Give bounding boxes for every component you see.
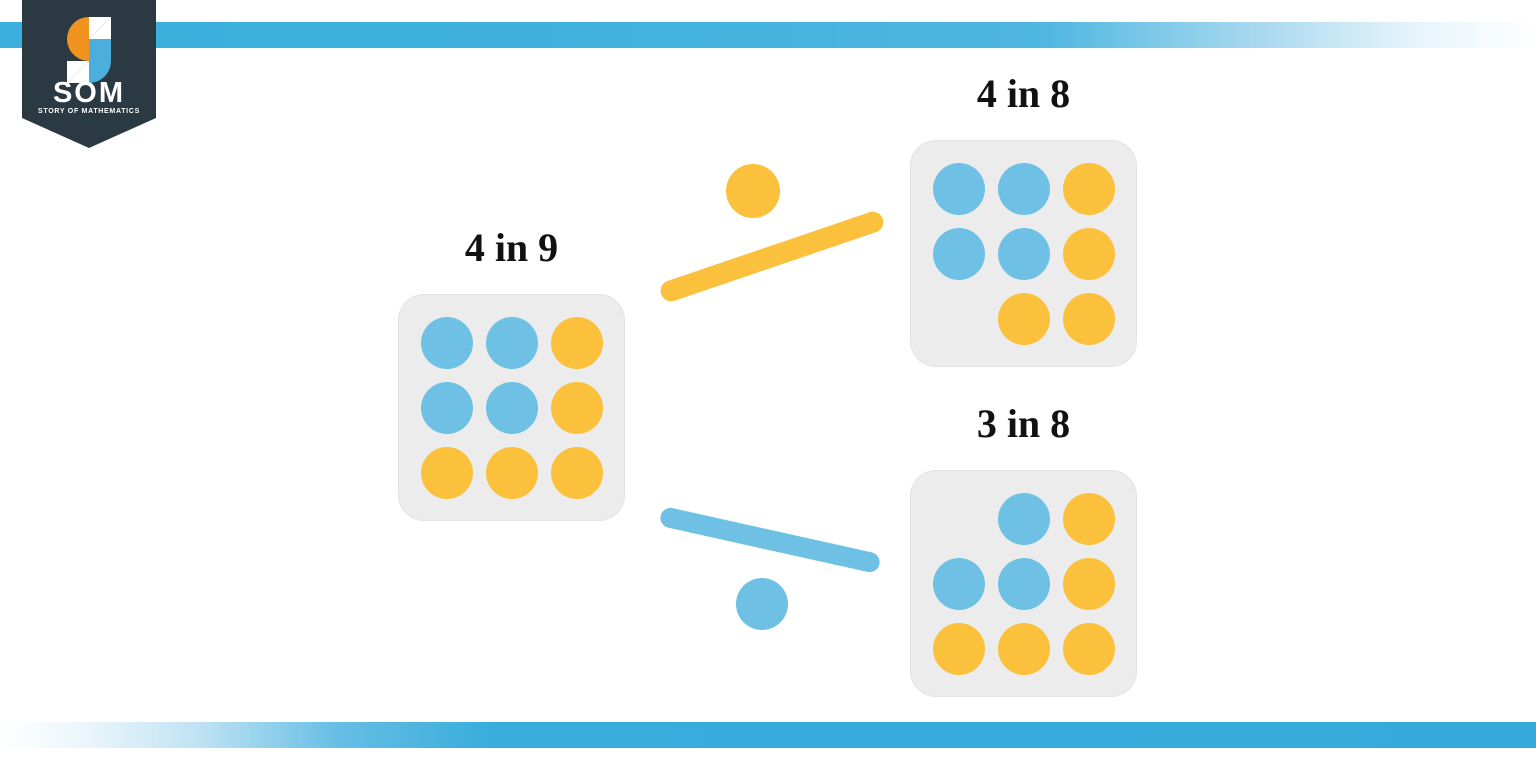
dot-blue: [997, 162, 1050, 215]
dot-blue: [997, 227, 1050, 280]
card-4-in-9-title: 4 in 9: [464, 225, 559, 270]
card-4-in-9: 4 in 9: [398, 225, 625, 521]
card-3-in-8: 3 in 8: [910, 404, 1137, 697]
dot-yellow: [932, 623, 985, 676]
dot-yellow: [1063, 293, 1116, 346]
dot-yellow: [551, 316, 604, 369]
bottom-gradient-bar: [0, 722, 1536, 748]
card-4-in-8-box: [910, 140, 1137, 367]
dot-blue: [485, 316, 538, 369]
dot-yellow: [485, 447, 538, 500]
card-4-in-8-grid: [926, 156, 1122, 352]
dot-yellow: [1063, 492, 1116, 545]
card-4-in-9-box: [398, 294, 625, 521]
top-gradient-bar: [0, 22, 1536, 48]
dot-yellow: [551, 447, 604, 500]
card-3-in-8-title: 3 in 8: [976, 401, 1071, 446]
dot-blue: [420, 316, 473, 369]
dot-yellow: [997, 623, 1050, 676]
dot-blue: [932, 227, 985, 280]
logo-tagline: STORY OF MATHEMATICS: [38, 108, 140, 115]
connector-blue-line: [658, 505, 882, 575]
logo-title: SOM: [52, 77, 126, 109]
dot-yellow: [1063, 227, 1116, 280]
dot-yellow: [420, 447, 473, 500]
connector-yellow-dot: [726, 164, 780, 218]
dot-yellow: [1063, 162, 1116, 215]
dot-blue: [997, 492, 1050, 545]
card-4-in-8: 4 in 8: [910, 74, 1137, 367]
dot-yellow: [1063, 623, 1116, 676]
dot-yellow: [997, 293, 1050, 346]
dot-yellow: [1063, 557, 1116, 610]
som-logo-shield: [22, 0, 156, 148]
som-logo: SOM STORY OF MATHEMATICS: [22, 0, 156, 148]
dot-yellow: [551, 381, 604, 434]
dot-blue: [485, 381, 538, 434]
dot-blue: [932, 162, 985, 215]
dot-blue: [997, 557, 1050, 610]
connector-blue-dot: [736, 578, 788, 630]
card-3-in-8-grid: [926, 486, 1122, 682]
dot-blue: [932, 557, 985, 610]
dot-blue: [420, 381, 473, 434]
card-3-in-8-box: [910, 470, 1137, 697]
card-4-in-9-grid: [414, 310, 610, 506]
card-4-in-8-title: 4 in 8: [976, 71, 1071, 116]
